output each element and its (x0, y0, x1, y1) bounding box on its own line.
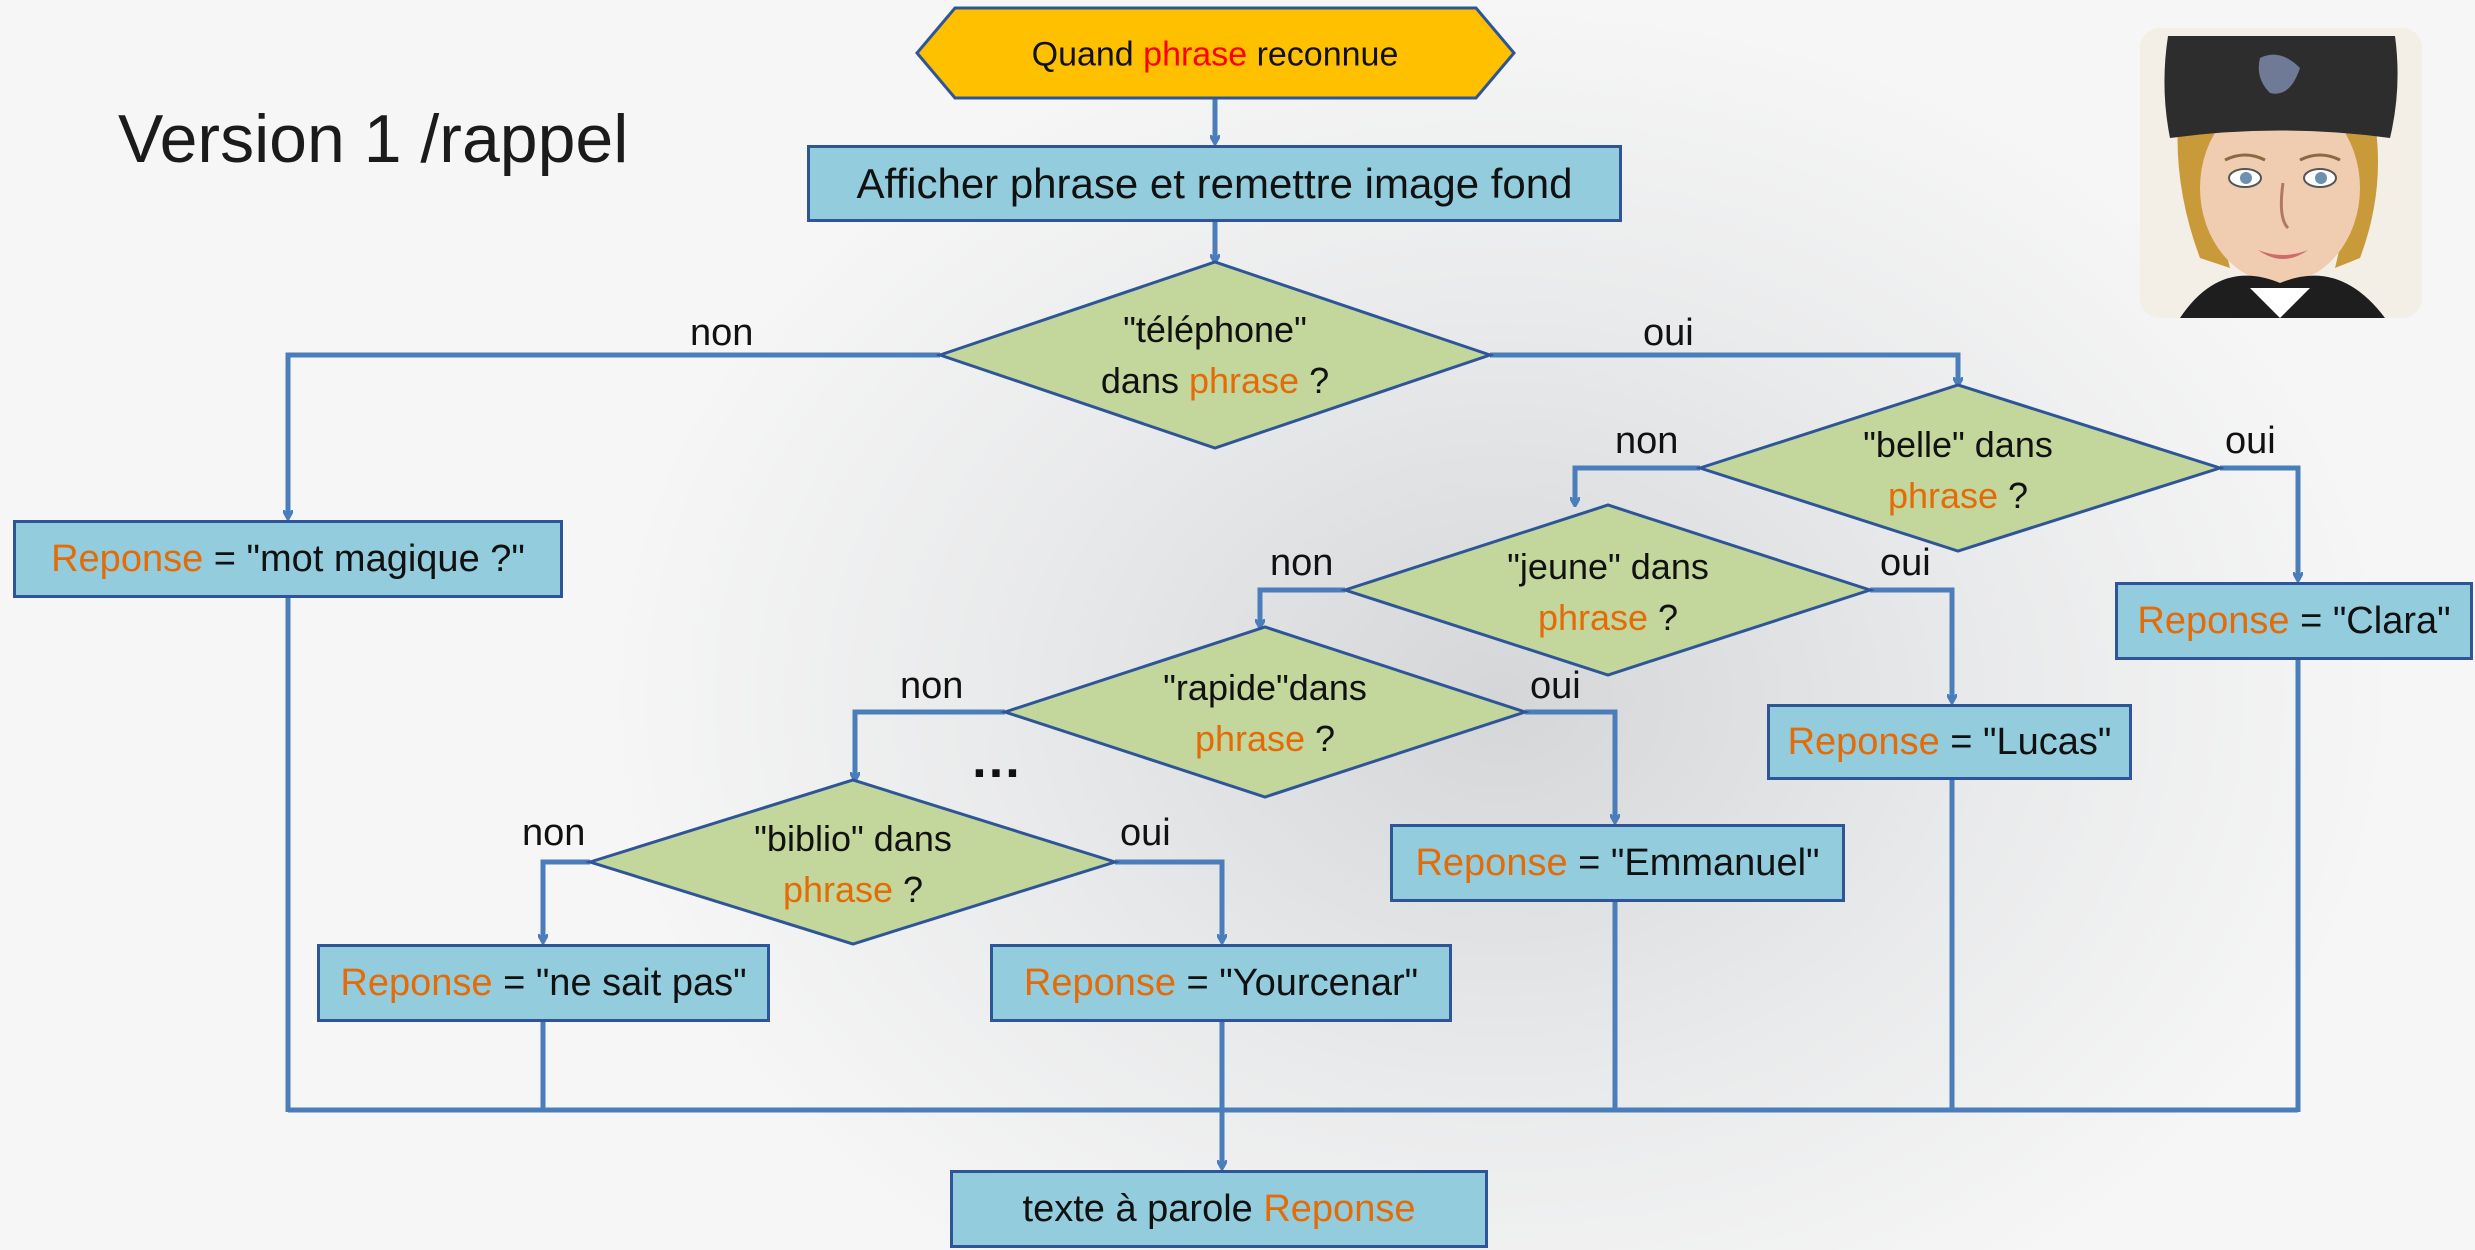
label-telephone-oui: oui (1643, 312, 1694, 354)
decision-jeune-text: "jeune" dans phrase ? (1507, 546, 1709, 638)
decision-jeune (1340, 503, 1875, 677)
final-box: texte à parole Reponse (950, 1170, 1488, 1248)
decision-belle (1695, 383, 2225, 553)
label-jeune-non: non (1270, 542, 1334, 584)
decision-rapide-text: "rapide"dans phrase ? (1163, 667, 1367, 759)
edge-jeune-oui (1870, 587, 1952, 702)
label-rapide-oui: oui (1530, 665, 1581, 707)
display-box: Afficher phrase et remettre image fond (807, 145, 1622, 222)
edge-telephone-oui (1490, 352, 1958, 385)
decision-biblio (584, 778, 1121, 946)
label-rapide-non: non (900, 665, 964, 707)
edge-biblio-oui (1115, 859, 1222, 942)
edge-rapide-non (855, 709, 1005, 780)
edge-rapide-oui (1525, 709, 1615, 822)
decision-rapide (1000, 625, 1530, 799)
edge-telephone-non (288, 352, 940, 518)
portrait-image (2140, 28, 2422, 318)
response-clara: Reponse = "Clara" (2115, 582, 2473, 660)
response-ne-sait-pas: Reponse = "ne sait pas" (317, 944, 770, 1022)
decision-telephone (935, 260, 1495, 450)
response-lucas: Reponse = "Lucas" (1767, 704, 2132, 780)
label-telephone-non: non (690, 312, 754, 354)
label-biblio-oui: oui (1120, 812, 1171, 854)
label-belle-non: non (1615, 420, 1679, 462)
decision-biblio-text: "biblio" dans phrase ? (754, 818, 952, 910)
edge-jeune-non (1260, 587, 1345, 627)
edge-belle-oui (2220, 465, 2298, 580)
ellipsis: … (970, 731, 1022, 789)
edge-belle-non (1575, 465, 1700, 505)
slide-title: Version 1 /rappel (118, 101, 629, 177)
start-node (915, 6, 1516, 100)
response-yourcenar: Reponse = "Yourcenar" (990, 944, 1452, 1022)
start-text: Quand phrase reconnue (1031, 35, 1399, 74)
decision-telephone-text: "téléphone" dans phrase ? (1100, 309, 1330, 401)
label-belle-oui: oui (2225, 420, 2276, 462)
label-jeune-oui: oui (1880, 542, 1931, 584)
label-biblio-non: non (522, 812, 586, 854)
edge-biblio-non (543, 859, 590, 942)
response-emmanuel: Reponse = "Emmanuel" (1390, 824, 1845, 902)
decision-belle-text: "belle" dans phrase ? (1863, 424, 2053, 516)
response-mot-magique: Reponse = "mot magique ?" (13, 520, 563, 598)
portrait-drawing (2140, 28, 2422, 318)
